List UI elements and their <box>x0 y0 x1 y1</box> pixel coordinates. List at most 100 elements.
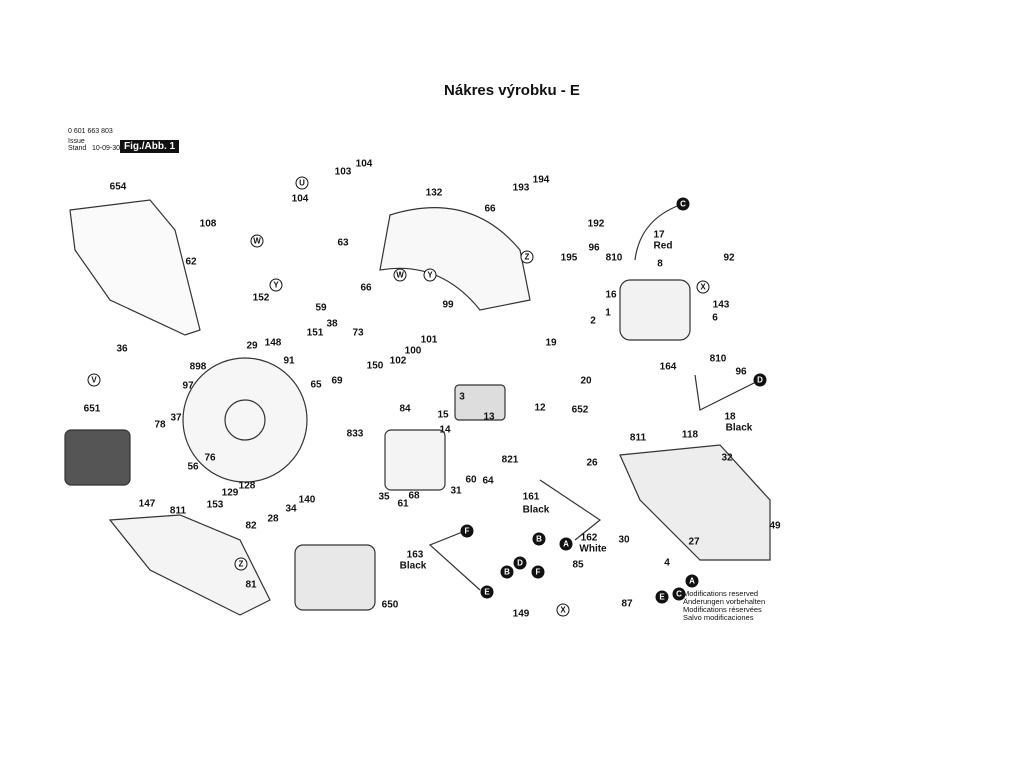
part-label: 193 <box>512 182 530 194</box>
part-label: 6 <box>712 312 718 324</box>
connector-marker: C <box>676 197 690 211</box>
motor-frame <box>384 429 446 491</box>
part-label: 96 <box>588 242 600 254</box>
part-label: 61 <box>397 498 409 510</box>
part-label: 20 <box>580 375 592 387</box>
connector-marker: B <box>532 532 546 546</box>
connector-marker: E <box>480 585 494 599</box>
part-label: 128 <box>238 480 256 492</box>
part-label: 92 <box>723 252 735 264</box>
part-label: 147 <box>138 498 156 510</box>
part-label: 103 <box>334 166 352 178</box>
part-label: 821 <box>501 454 519 466</box>
connector-marker: W <box>250 234 264 248</box>
connector-marker: C <box>672 587 686 601</box>
part-label: 62 <box>185 256 197 268</box>
armature <box>454 384 506 421</box>
part-label: Black <box>522 504 550 516</box>
part-label: 15 <box>437 409 449 421</box>
part-label: 69 <box>331 375 343 387</box>
part-label: 194 <box>532 174 550 186</box>
part-label: 66 <box>484 203 496 215</box>
part-label: 118 <box>681 429 699 441</box>
battery <box>64 429 131 486</box>
connector-marker: A <box>559 537 573 551</box>
part-label: 18 <box>724 411 736 423</box>
part-label: 811 <box>169 505 187 517</box>
part-label: 59 <box>315 302 327 314</box>
part-label: 650 <box>381 599 399 611</box>
note-line: Salvo modificaciones <box>683 613 754 622</box>
charger <box>294 544 376 611</box>
connector-marker: Z <box>234 557 248 571</box>
part-label: 99 <box>442 299 454 311</box>
part-label: 19 <box>545 337 557 349</box>
part-label: 810 <box>605 252 623 264</box>
part-label: 17 <box>653 229 665 241</box>
part-label: 149 <box>512 608 530 620</box>
part-label: 13 <box>483 411 495 423</box>
part-label: 36 <box>116 343 128 355</box>
connector-marker: E <box>655 590 669 604</box>
figure-badge: Fig./Abb. 1 <box>120 140 180 153</box>
part-label: 148 <box>264 337 282 349</box>
part-label: 87 <box>621 598 633 610</box>
part-label: 102 <box>389 355 407 367</box>
part-label: 64 <box>482 475 494 487</box>
connector-marker: X <box>556 603 570 617</box>
blade-guard <box>379 207 531 311</box>
part-label: 60 <box>465 474 477 486</box>
part-label: 73 <box>352 327 364 339</box>
part-label: 37 <box>170 412 182 424</box>
part-label: 91 <box>283 355 295 367</box>
connector-marker: V <box>87 373 101 387</box>
part-label: 81 <box>245 579 257 591</box>
part-label: 68 <box>408 490 420 502</box>
part-label: 152 <box>252 292 270 304</box>
part-label: 84 <box>399 403 411 415</box>
connector-marker: D <box>753 373 767 387</box>
part-label: 153 <box>206 499 224 511</box>
part-label: 140 <box>298 494 316 506</box>
part-label: Black <box>725 422 753 434</box>
part-label: 652 <box>571 404 589 416</box>
connector-marker: F <box>460 524 474 538</box>
connector-marker: W <box>393 268 407 282</box>
part-label: 34 <box>285 503 297 515</box>
part-label: 38 <box>326 318 338 330</box>
part-label: 63 <box>337 237 349 249</box>
part-label: 811 <box>629 432 647 444</box>
part-label: Black <box>399 560 427 572</box>
page-title: Nákres výrobku - E <box>444 82 580 99</box>
part-label: 82 <box>245 520 257 532</box>
part-label: 143 <box>712 299 730 311</box>
date: 10-09-30 <box>92 145 121 152</box>
part-label: 100 <box>404 345 422 357</box>
part-label: 164 <box>659 361 677 373</box>
part-label: 132 <box>425 187 443 199</box>
part-label: 32 <box>721 452 733 464</box>
connector-marker: B <box>500 565 514 579</box>
part-label: 28 <box>267 513 279 525</box>
part-number: 0 601 663 803 <box>68 128 113 135</box>
part-label: 27 <box>688 536 700 548</box>
part-label: 30 <box>618 534 630 546</box>
part-label: 29 <box>246 340 258 352</box>
part-label: 4 <box>664 557 670 569</box>
part-label: 66 <box>360 282 372 294</box>
part-label: 14 <box>439 424 451 436</box>
part-label: 833 <box>346 428 364 440</box>
part-label: 163 <box>406 549 424 561</box>
part-label: 56 <box>187 461 199 473</box>
part-label: 26 <box>586 457 598 469</box>
part-label: 104 <box>355 158 373 170</box>
part-label: 654 <box>109 181 127 193</box>
red-wire <box>634 204 681 261</box>
note-line: Modifications reserved <box>683 589 759 598</box>
part-label: 78 <box>154 419 166 431</box>
part-label: 195 <box>560 252 578 264</box>
part-label: 101 <box>420 334 438 346</box>
part-label: 35 <box>378 491 390 503</box>
handle <box>619 444 771 561</box>
